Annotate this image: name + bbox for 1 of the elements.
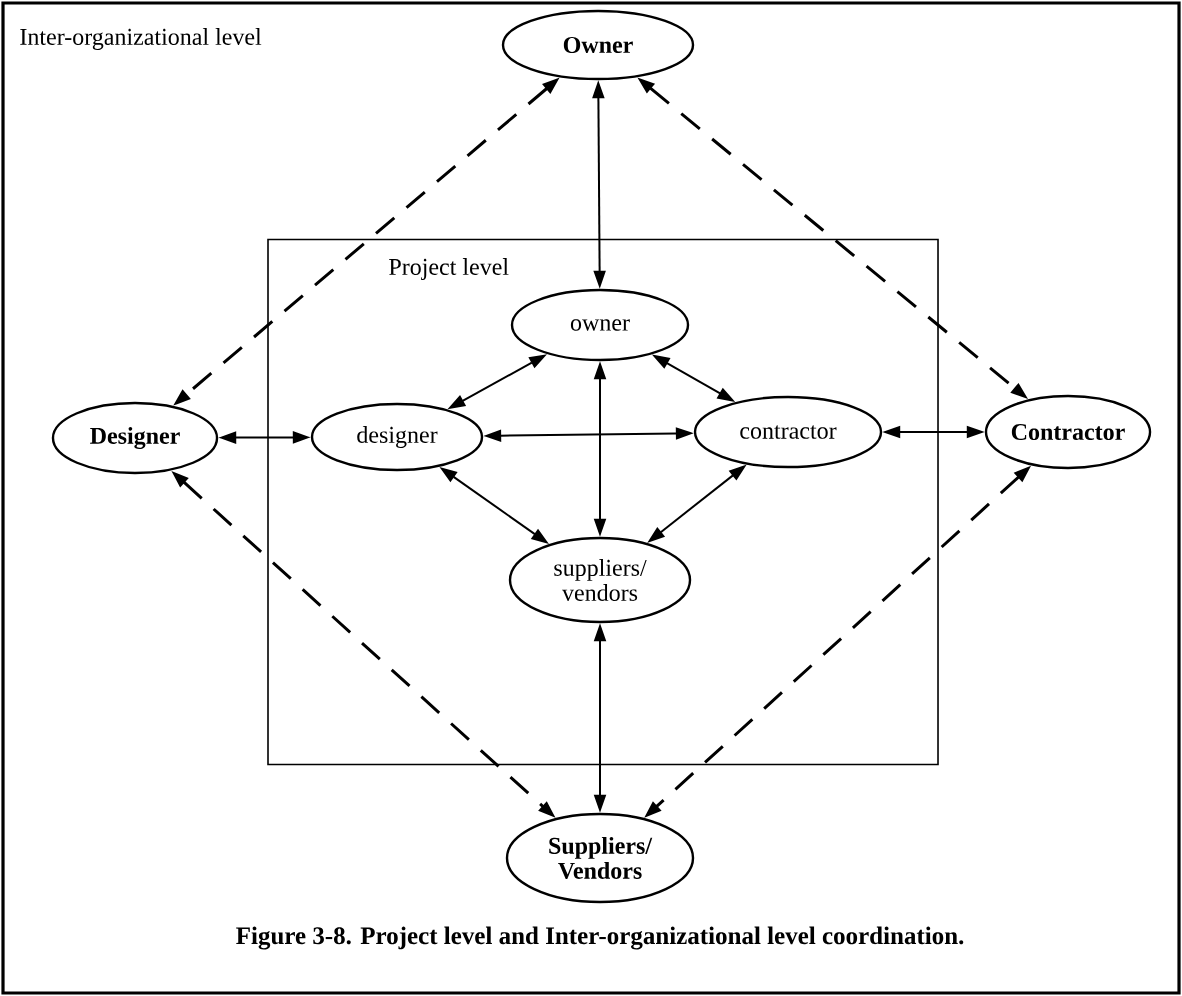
figure-caption: Figure 3-8. Project level and Inter-organizational level coordination. [236, 926, 964, 950]
